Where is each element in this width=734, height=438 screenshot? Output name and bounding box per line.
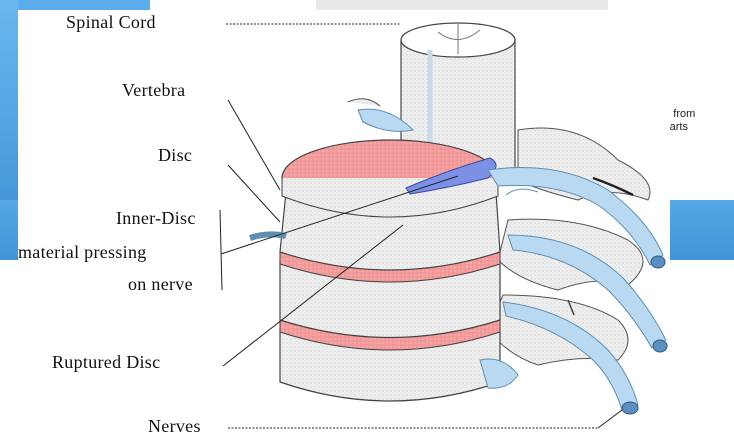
label-nerves: Nerves <box>148 416 201 437</box>
leader-nerves-end <box>598 410 622 428</box>
label-disc: Disc <box>158 145 192 166</box>
label-inner-disc-line1: Inner-Disc <box>116 208 196 229</box>
leader-disc <box>228 165 280 222</box>
label-vertebra: Vertebra <box>122 80 185 101</box>
label-inner-disc-line2: material pressing <box>18 242 147 263</box>
background-accent-left <box>0 0 18 232</box>
label-spinal-cord: Spinal Cord <box>66 12 156 33</box>
label-inner-disc-line3: on nerve <box>128 274 193 295</box>
leader-vertebra <box>228 100 280 190</box>
spine-diagram-panel: Spinal Cord Vertebra Disc Inner-Disc mat… <box>18 10 670 438</box>
leader-inner-disc-bracket <box>220 210 222 290</box>
label-ruptured-disc: Ruptured Disc <box>52 352 160 373</box>
